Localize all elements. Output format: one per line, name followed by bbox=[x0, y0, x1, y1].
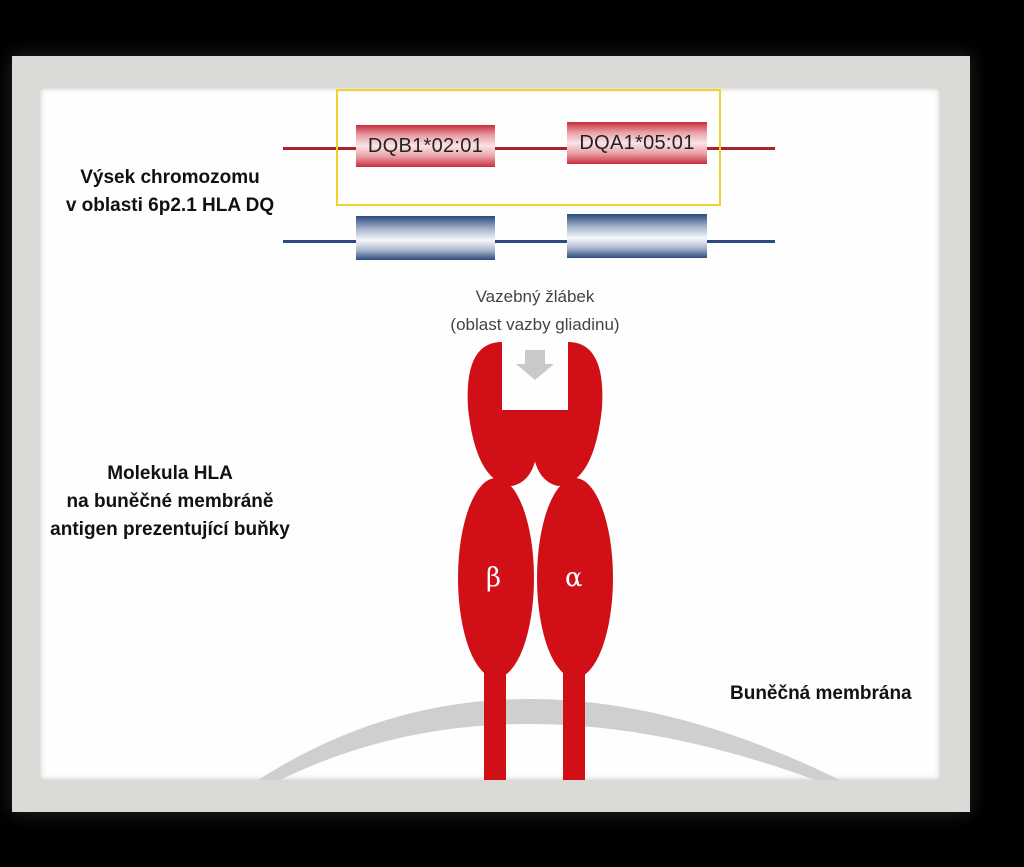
molecule-label-line-2: na buněčné membráně bbox=[66, 491, 274, 512]
chromosome-strand-red bbox=[283, 147, 775, 150]
chromosome-label: Výsek chromozomu v oblasti 6p2.1 HLA DQ bbox=[40, 164, 300, 220]
chromosome-strand-blue bbox=[283, 240, 775, 243]
chromosome-label-line-1: Výsek chromozomu bbox=[80, 167, 260, 188]
slide-frame: Výsek chromozomu v oblasti 6p2.1 HLA DQ … bbox=[12, 56, 970, 812]
groove-label-line-1: Vazebný žlábek bbox=[475, 287, 595, 306]
alpha-domain bbox=[537, 478, 613, 678]
gene-dqb1-label: DQB1*02:01 bbox=[367, 134, 484, 157]
groove-label-line-2: (oblast vazby gliadinu) bbox=[450, 315, 620, 334]
molecule-label: Molekula HLA na buněčné membráně antigen… bbox=[40, 460, 300, 544]
molecule-label-line-1: Molekula HLA bbox=[107, 463, 233, 484]
beta-stalk bbox=[484, 648, 506, 780]
beta-binding-domain bbox=[467, 342, 539, 486]
alpha-symbol: α bbox=[565, 563, 583, 593]
highlight-box bbox=[336, 89, 721, 206]
gene-dqa1-label: DQA1*05:01 bbox=[579, 131, 695, 154]
arrow-down-icon bbox=[516, 350, 554, 380]
gene-dqb1: DQB1*02:01 bbox=[356, 125, 495, 167]
alpha-stalk bbox=[563, 648, 585, 780]
gene-block-blue-right bbox=[567, 214, 707, 258]
molecule-label-line-3: antigen prezentující buňky bbox=[50, 519, 290, 540]
beta-domain bbox=[458, 478, 534, 678]
hla-molecule-diagram: β α bbox=[258, 342, 840, 780]
groove-label: Vazebný žlábek (oblast vazby gliadinu) bbox=[420, 283, 650, 339]
gene-block-blue-left bbox=[356, 216, 495, 260]
cell-membrane bbox=[258, 699, 840, 780]
slide-canvas: Výsek chromozomu v oblasti 6p2.1 HLA DQ … bbox=[40, 88, 940, 780]
chromosome-label-line-2: v oblasti 6p2.1 HLA DQ bbox=[65, 195, 275, 216]
beta-symbol: β bbox=[486, 563, 501, 593]
membrane-label: Buněčná membrána bbox=[730, 683, 912, 704]
alpha-binding-domain bbox=[531, 342, 603, 486]
gene-dqa1: DQA1*05:01 bbox=[567, 122, 707, 164]
